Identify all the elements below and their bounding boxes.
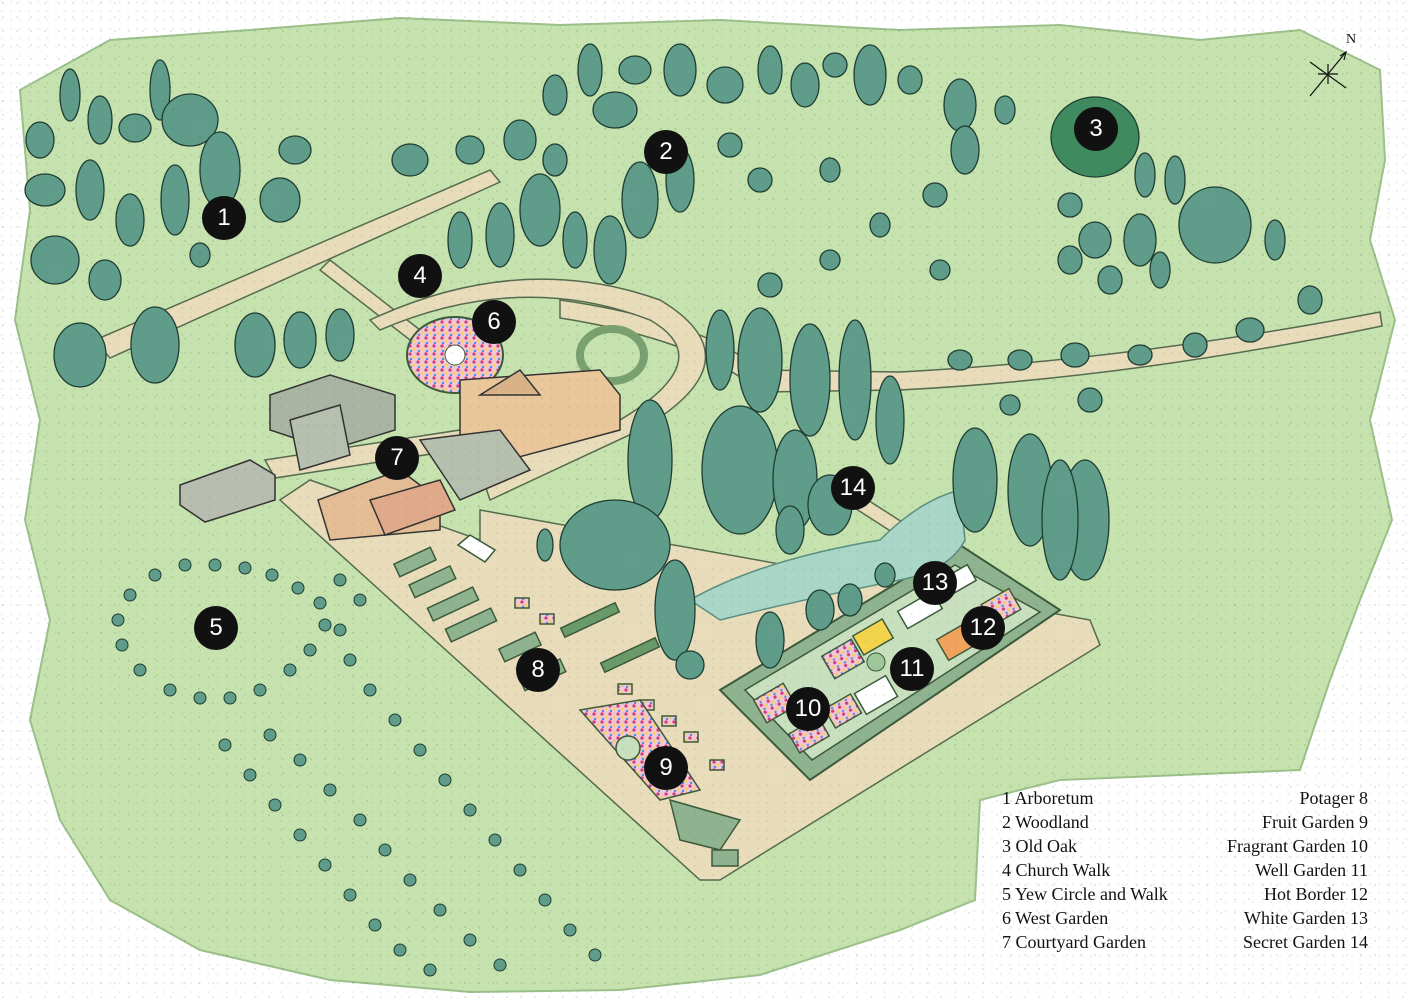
legend-item: Potager 8 (1299, 788, 1368, 808)
legend-item: Hot Border 12 (1264, 884, 1368, 904)
legend-item: Well Garden 11 (1255, 860, 1368, 880)
marker-white-garden[interactable]: 13 (913, 561, 957, 605)
legend-item: Secret Garden 14 (1243, 932, 1368, 952)
marker-well-garden[interactable]: 11 (890, 647, 934, 691)
marker-potager[interactable]: 8 (516, 648, 560, 692)
legend-left-column: 1 Arboretum 2 Woodland 3 Old Oak 4 Churc… (1002, 786, 1168, 954)
marker-hot-border[interactable]: 12 (961, 606, 1005, 650)
marker-fragrant-garden[interactable]: 10 (786, 687, 830, 731)
legend-item: 3 Old Oak (1002, 836, 1077, 856)
marker-fruit-garden[interactable]: 9 (644, 746, 688, 790)
marker-yew-circle-and-walk[interactable]: 5 (194, 606, 238, 650)
marker-west-garden[interactable]: 6 (472, 300, 516, 344)
marker-arboretum[interactable]: 1 (202, 196, 246, 240)
marker-church-walk[interactable]: 4 (398, 254, 442, 298)
legend-item: 2 Woodland (1002, 812, 1089, 832)
legend-item: 6 West Garden (1002, 908, 1109, 928)
marker-courtyard-garden[interactable]: 7 (375, 436, 419, 480)
legend-item: 1 Arboretum (1002, 788, 1094, 808)
marker-secret-garden[interactable]: 14 (831, 466, 875, 510)
legend-item: 5 Yew Circle and Walk (1002, 884, 1168, 904)
legend-item: Fruit Garden 9 (1262, 812, 1368, 832)
marker-woodland[interactable]: 2 (644, 130, 688, 174)
compass-north-label: N (1346, 32, 1357, 47)
compass-icon (1309, 50, 1347, 97)
legend-item: 4 Church Walk (1002, 860, 1111, 880)
marker-old-oak[interactable]: 3 (1074, 107, 1118, 151)
yew-circle-and-walk (111, 558, 602, 977)
legend-item: White Garden 13 (1244, 908, 1368, 928)
legend-item: 7 Courtyard Garden (1002, 932, 1146, 952)
legend-right-column: Potager 8 Fruit Garden 9 Fragrant Garden… (1160, 786, 1368, 954)
legend-item: Fragrant Garden 10 (1227, 836, 1368, 856)
